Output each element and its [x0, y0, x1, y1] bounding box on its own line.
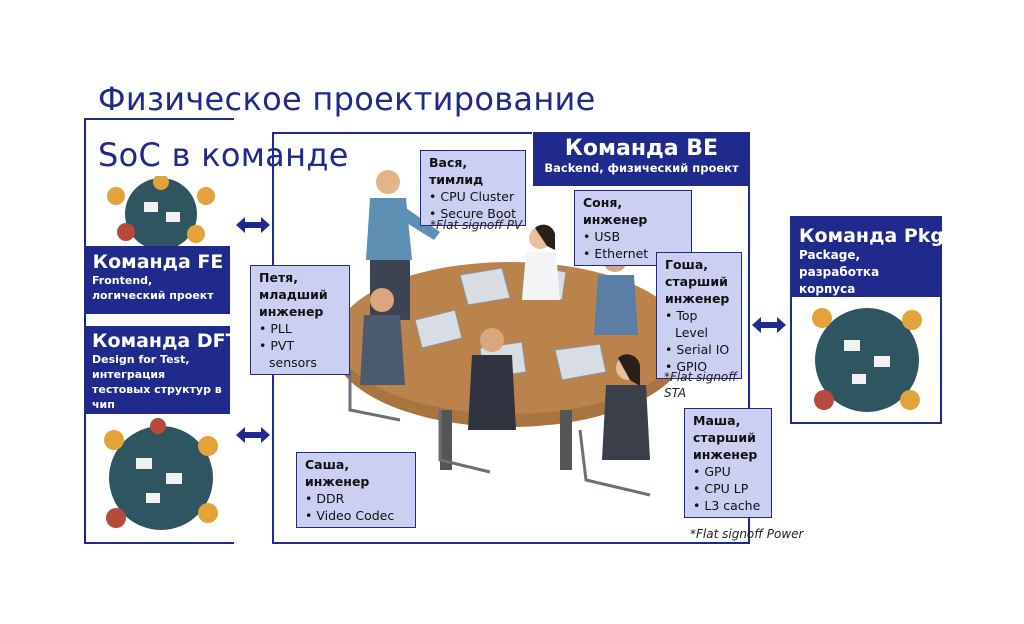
team-dft-header: Команда DFT Design for Test, интеграция … [86, 326, 239, 414]
note-gosha: *Flat signoff STA [664, 370, 737, 400]
team-be-name: Команда BE [564, 136, 719, 161]
card-sasha-item: Video Codec [315, 507, 407, 524]
card-masha-name: Маша, старший инженер [693, 413, 758, 462]
team-pkg-name: Команда Pkg [799, 225, 945, 247]
card-petya: Петя, младший инженер PLL PVT sensors [250, 265, 350, 375]
note-vasya: *Flat signoff PV [430, 218, 523, 232]
card-masha: Маша, старший инженер GPU CPU LP L3 cach… [684, 408, 772, 518]
team-dft-name: Команда DFT [92, 330, 239, 352]
card-masha-item: CPU LP [703, 480, 763, 497]
card-sonya-item: Ethernet [593, 245, 683, 262]
double-arrow-icon [236, 217, 270, 233]
team-be-header: Команда BE Backend, физический проект [533, 132, 750, 186]
card-sonya-item: USB [593, 228, 683, 245]
meeting-illustration [332, 170, 688, 497]
card-petya-name: Петя, младший инженер [259, 270, 328, 319]
card-sasha-item: DDR [315, 490, 407, 507]
pkg-team-illustration [812, 308, 922, 412]
note-masha: *Flat signoff Power [690, 527, 804, 541]
card-vasya-name: Вася, тимлид [429, 155, 484, 187]
card-gosha-item: Top Level [675, 307, 733, 341]
title-line1: Физическое проектирование [98, 80, 596, 118]
fe-team-illustration [107, 176, 215, 246]
dft-team-illustration [104, 418, 218, 530]
card-vasya-item: Secure Boot [439, 205, 517, 222]
team-fe-subtitle: Frontend, логический проект [92, 274, 214, 302]
card-sasha-name: Саша, инженер [305, 457, 370, 489]
double-arrow-icon [236, 427, 270, 443]
card-petya-item: PVT sensors [269, 337, 341, 371]
left-frame [84, 118, 234, 544]
team-fe-name: Команда FE [92, 251, 224, 273]
team-be-subtitle: Backend, физический проект [544, 161, 739, 175]
card-gosha-item: Serial IO [675, 341, 733, 358]
card-gosha-item: GPIO [675, 358, 733, 375]
team-pkg-header: Команда Pkg Package, разработка корпуса [791, 217, 945, 297]
card-masha-item: L3 cache [703, 497, 763, 514]
card-masha-item: GPU [703, 463, 763, 480]
team-pkg-subtitle: Package, разработка корпуса [799, 248, 880, 296]
double-arrow-icon [752, 317, 786, 333]
team-fe-header: Команда FE Frontend, логический проект [86, 246, 230, 314]
card-sasha: Саша, инженер DDR Video Codec [296, 452, 416, 528]
card-vasya-item: CPU Cluster [439, 188, 517, 205]
team-dft-subtitle: Design for Test, интеграция тестовых стр… [92, 353, 222, 411]
card-gosha: Гоша, старший инженер Top Level Serial I… [656, 252, 742, 379]
card-petya-item: PLL [269, 320, 341, 337]
card-vasya: Вася, тимлид CPU Cluster Secure Boot [420, 150, 526, 226]
card-gosha-name: Гоша, старший инженер [665, 257, 730, 306]
be-frame-top [272, 132, 532, 134]
title-line2: SoC в команде [98, 136, 349, 174]
card-sonya-name: Соня, инженер [583, 195, 648, 227]
